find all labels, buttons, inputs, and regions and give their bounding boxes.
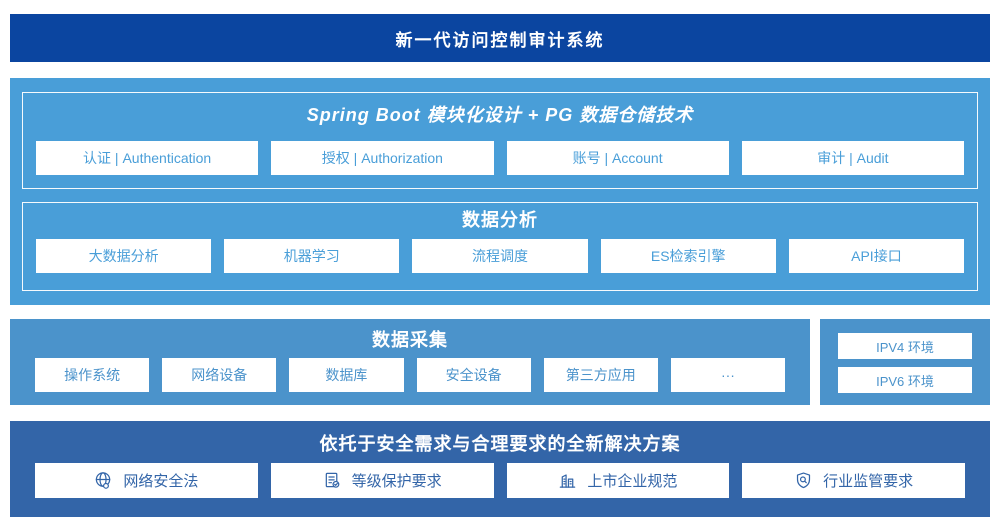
requirement-listed-company: 上市企业规范 [506,463,730,498]
module-authentication: 认证 | Authentication [36,141,259,175]
system-title: 新一代访问控制审计系统 [395,30,605,50]
requirement-label: 行业监管要求 [823,473,914,490]
source-database: 数据库 [289,358,404,392]
module-workflow: 流程调度 [412,239,588,273]
source-security-device: 安全设备 [416,358,531,392]
module-api: API接口 [788,239,965,273]
requirement-cybersecurity-law: 网络安全法 [35,463,258,498]
collect-block: 数据采集 操作系统 网络设备 数据库 安全设备 第三方应用 ··· [10,319,810,405]
ipv-block: IPV4 环境 IPV6 环境 [820,319,990,405]
module-es: ES检索引擎 [600,239,776,273]
spring-section: Spring Boot 模块化设计 + PG 数据仓储技术 认证 | Authe… [22,92,978,189]
source-os: 操作系统 [35,358,150,392]
module-account: 账号 | Account [506,141,729,175]
collect-row: 操作系统 网络设备 数据库 安全设备 第三方应用 ··· [35,358,786,392]
module-bigdata: 大数据分析 [36,239,212,273]
analysis-section: 数据分析 大数据分析 机器学习 流程调度 ES检索引擎 API接口 [22,202,978,291]
requirement-classified-protection: 等级保护要求 [270,463,494,498]
module-authorization: 授权 | Authorization [271,141,494,175]
module-audit: 审计 | Audit [741,141,964,175]
doc-check-icon [323,471,342,490]
requirement-label: 上市企业规范 [587,473,678,490]
requirement-industry-regulation: 行业监管要求 [742,463,965,498]
module-ml: 机器学习 [224,239,400,273]
requirement-label: 网络安全法 [123,473,199,490]
source-thirdparty-app: 第三方应用 [543,358,658,392]
spring-section-title: Spring Boot 模块化设计 + PG 数据仓储技术 [306,105,694,125]
analysis-module-row: 大数据分析 机器学习 流程调度 ES检索引擎 API接口 [36,239,965,273]
source-ellipsis: ··· [670,358,786,392]
solution-row: 网络安全法 等级保护要求 [35,463,965,498]
spring-module-row: 认证 | Authentication 授权 | Authorization 账… [36,141,964,175]
platform-block: Spring Boot 模块化设计 + PG 数据仓储技术 认证 | Authe… [10,78,990,305]
top-banner: 新一代访问控制审计系统 [10,14,990,62]
analysis-section-title: 数据分析 [462,210,538,230]
collect-title: 数据采集 [372,330,448,350]
globe-icon [94,471,113,490]
solution-title: 依托于安全需求与合理要求的全新解决方案 [319,434,681,454]
ipv4-box: IPV4 环境 [838,333,972,359]
solution-block: 依托于安全需求与合理要求的全新解决方案 网络安全法 [10,421,990,517]
building-icon [558,471,577,490]
source-network-device: 网络设备 [162,358,277,392]
shield-search-icon [794,471,813,490]
requirement-label: 等级保护要求 [351,473,442,490]
ipv6-box: IPV6 环境 [838,367,972,393]
